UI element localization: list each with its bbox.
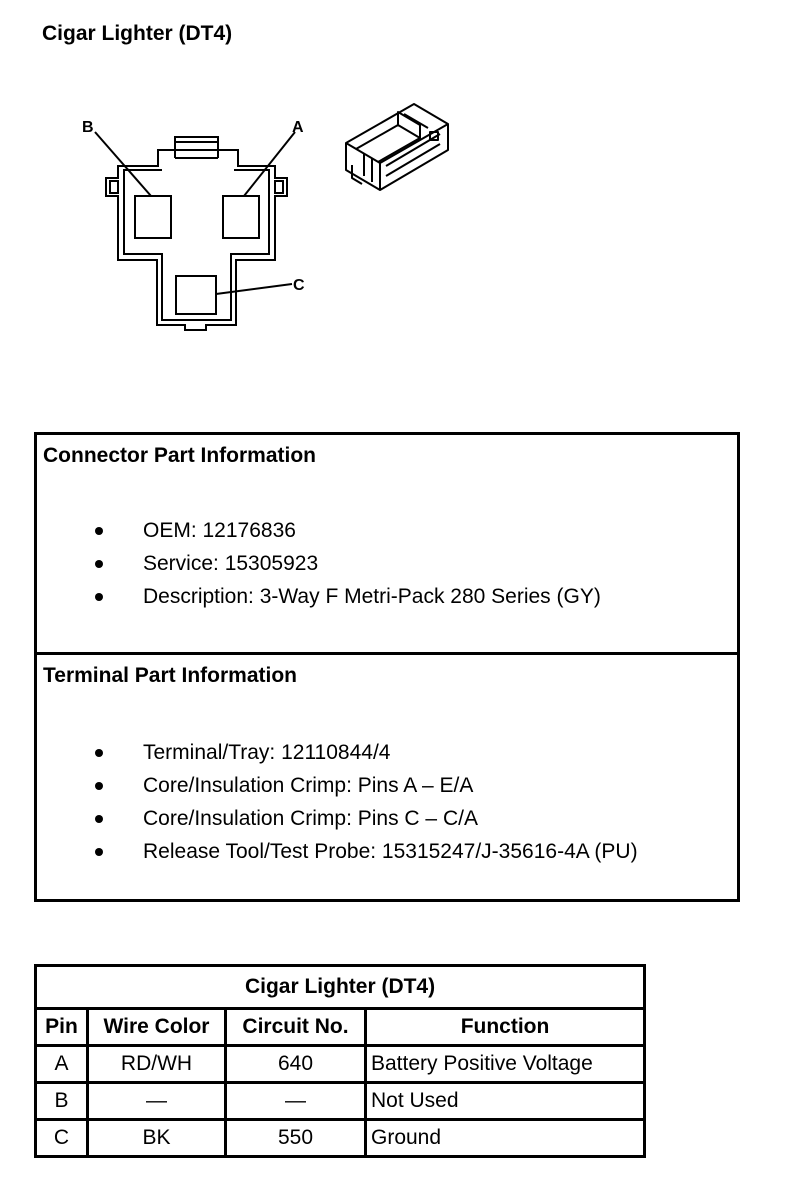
list-item: Terminal/Tray: 12110844/4 <box>37 736 638 769</box>
function-cell: Ground <box>363 1118 647 1158</box>
pinout-table: Cigar Lighter (DT4) Pin Wire Color Circu… <box>33 964 647 1158</box>
part-info-box: Connector Part Information OEM: 12176836… <box>34 432 740 902</box>
function-cell: Battery Positive Voltage <box>363 1044 647 1084</box>
table-header-row: Pin Wire Color Circuit No. Function <box>34 1007 647 1047</box>
wire-color-cell: RD/WH <box>86 1044 227 1084</box>
terminal-info-heading: Terminal Part Information <box>43 664 297 687</box>
list-item: Release Tool/Test Probe: 15315247/J-3561… <box>37 835 638 868</box>
bullet-icon <box>95 815 103 823</box>
terminal-info-list: Terminal/Tray: 12110844/4 Core/Insulatio… <box>37 736 638 868</box>
circuit-cell: 640 <box>224 1044 367 1084</box>
column-header: Circuit No. <box>224 1007 367 1047</box>
bullet-icon <box>95 527 103 535</box>
connector-isometric-view <box>345 103 449 191</box>
circuit-cell: — <box>224 1081 367 1121</box>
list-item: Service: 15305923 <box>37 547 601 580</box>
bullet-icon <box>95 848 103 856</box>
list-item: Description: 3-Way F Metri-Pack 280 Seri… <box>37 580 601 613</box>
connector-info-heading: Connector Part Information <box>43 444 317 467</box>
table-title-row: Cigar Lighter (DT4) <box>33 964 647 1010</box>
table-row: C BK 550 Ground <box>34 1118 647 1158</box>
list-item: OEM: 12176836 <box>37 514 601 547</box>
circuit-cell: 550 <box>224 1118 367 1158</box>
page-title: Cigar Lighter (DT4) <box>42 22 233 45</box>
function-cell: Not Used <box>363 1081 647 1121</box>
connector-face-view: B A C <box>82 103 449 331</box>
connector-part-info: Connector Part Information OEM: 12176836… <box>37 435 737 655</box>
pin-label-b: B <box>82 119 94 136</box>
column-header: Wire Color <box>86 1007 227 1047</box>
pin-label-c: C <box>293 277 305 294</box>
column-header: Pin <box>34 1007 89 1047</box>
bullet-icon <box>95 560 103 568</box>
table-title: Cigar Lighter (DT4) <box>33 964 647 1010</box>
table-row: A RD/WH 640 Battery Positive Voltage <box>34 1044 647 1084</box>
wire-color-cell: — <box>86 1081 227 1121</box>
bullet-icon <box>95 749 103 757</box>
cavity-a <box>222 195 260 239</box>
pin-cell: A <box>34 1044 89 1084</box>
pin-cell: C <box>34 1118 89 1158</box>
bullet-icon <box>95 593 103 601</box>
connector-info-list: OEM: 12176836 Service: 15305923 Descript… <box>37 514 601 613</box>
cavity-b <box>134 195 172 239</box>
pin-cell: B <box>34 1081 89 1121</box>
terminal-part-info: Terminal Part Information Terminal/Tray:… <box>37 655 737 899</box>
connector-diagram: B A C <box>0 80 480 350</box>
bullet-icon <box>95 782 103 790</box>
list-item: Core/Insulation Crimp: Pins A – E/A <box>37 769 638 802</box>
pin-label-a: A <box>292 119 304 136</box>
cavity-c <box>175 275 217 315</box>
wire-color-cell: BK <box>86 1118 227 1158</box>
table-row: B — — Not Used <box>34 1081 647 1121</box>
column-header: Function <box>363 1007 647 1047</box>
list-item: Core/Insulation Crimp: Pins C – C/A <box>37 802 638 835</box>
